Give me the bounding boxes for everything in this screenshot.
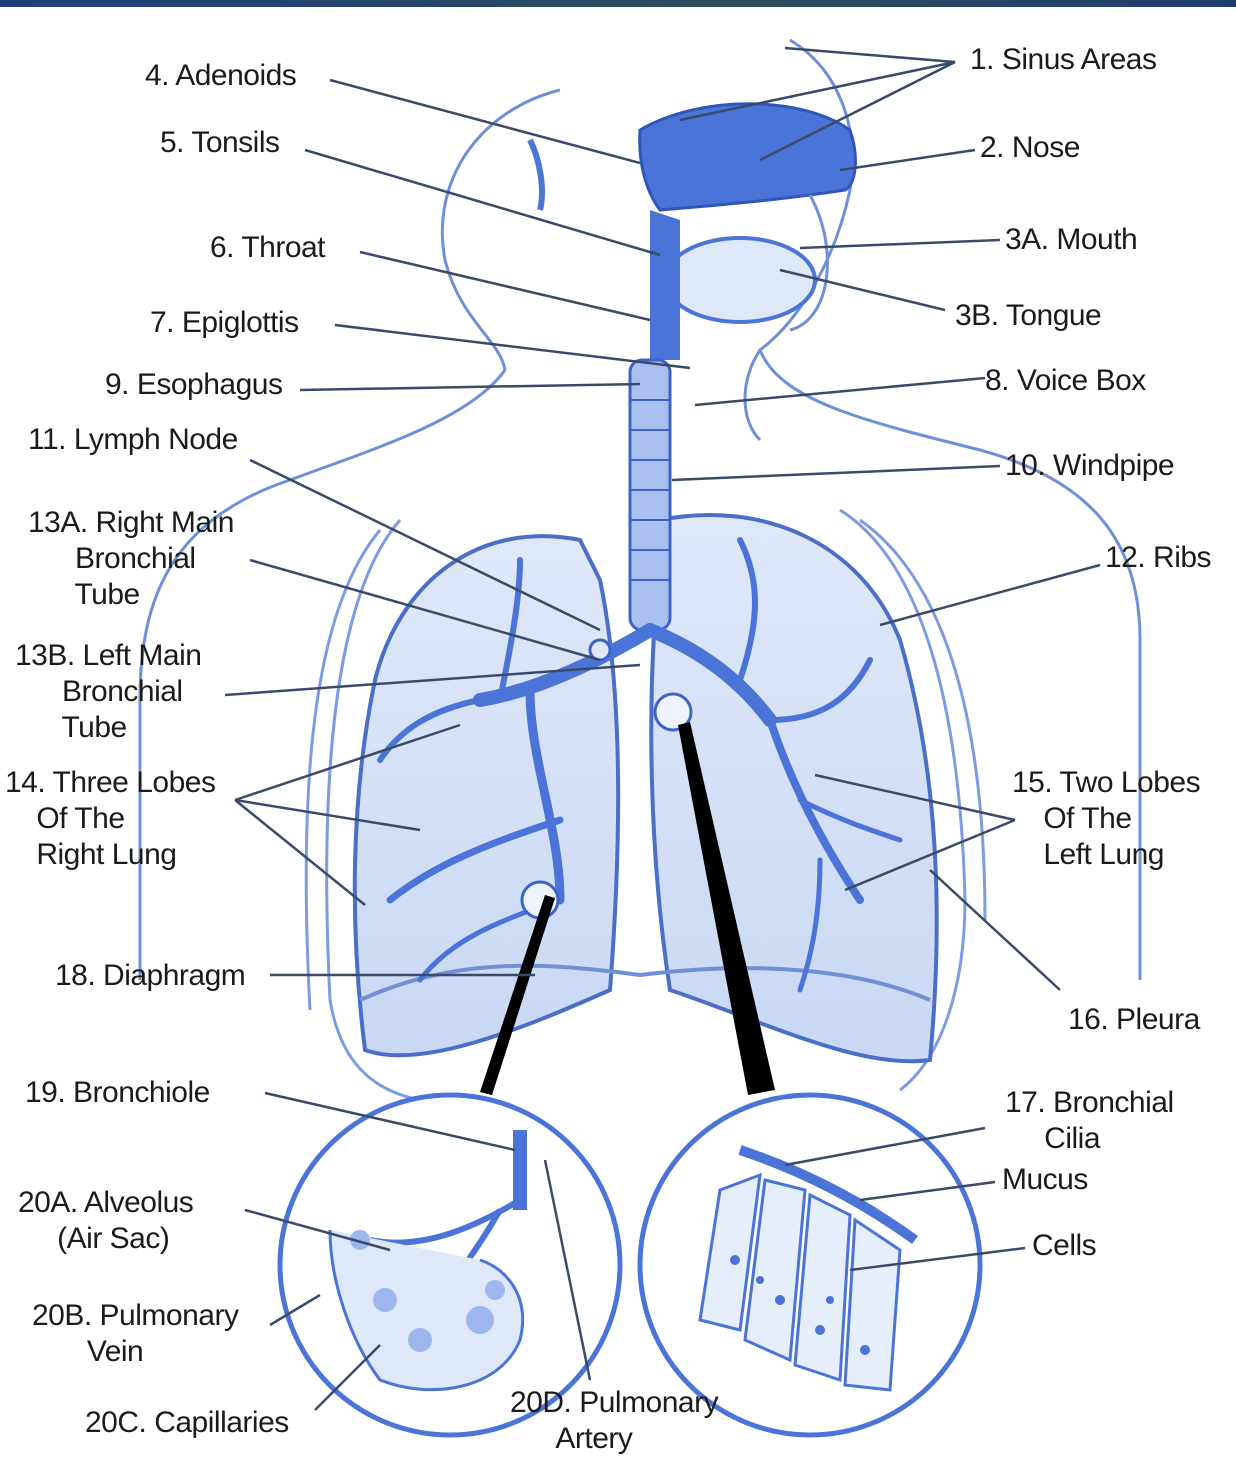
label-diaphragm: 18. Diaphragm: [55, 958, 245, 994]
head-cavity: [640, 104, 856, 360]
right-lung: [355, 536, 618, 1055]
label-nose: 2. Nose: [980, 130, 1080, 166]
label-pulmonary-vein: 20B. Pulmonary Vein: [32, 1298, 238, 1370]
windpipe-tube: [630, 360, 670, 630]
label-voice-box: 8. Voice Box: [985, 363, 1146, 399]
label-tonsils: 5. Tonsils: [160, 125, 280, 161]
label-lymph-node: 11. Lymph Node: [28, 422, 238, 458]
label-alveolus-air-sac: 20A. Alveolus (Air Sac): [18, 1185, 193, 1257]
label-pleura: 16. Pleura: [1068, 1002, 1200, 1038]
label-two-lobes-left-lung: 15. Two Lobes Of The Left Lung: [1012, 765, 1200, 873]
label-mucus: Mucus: [1002, 1162, 1088, 1198]
label-capillaries: 20C. Capillaries: [85, 1405, 289, 1441]
label-sinus-areas: 1. Sinus Areas: [970, 42, 1156, 78]
label-right-main-bronchial-tube: 13A. Right Main Bronchial Tube: [28, 505, 234, 613]
label-bronchial-cilia: 17. Bronchial Cilia: [1005, 1085, 1174, 1157]
alveolus-magnifier: [280, 1095, 620, 1435]
label-ribs: 12. Ribs: [1105, 540, 1211, 576]
label-windpipe: 10. Windpipe: [1005, 448, 1174, 484]
label-left-main-bronchial-tube: 13B. Left Main Bronchial Tube: [15, 638, 201, 746]
label-esophagus: 9. Esophagus: [105, 367, 282, 403]
label-throat: 6. Throat: [210, 230, 325, 266]
label-three-lobes-right-lung: 14. Three Lobes Of The Right Lung: [5, 765, 215, 873]
cilia-magnifier: [640, 1095, 980, 1435]
label-epiglottis: 7. Epiglottis: [150, 305, 299, 341]
label-bronchiole: 19. Bronchiole: [25, 1075, 210, 1111]
label-adenoids: 4. Adenoids: [145, 58, 296, 94]
label-cells: Cells: [1032, 1228, 1096, 1264]
label-pulmonary-artery: 20D. Pulmonary Artery: [510, 1385, 718, 1457]
label-mouth: 3A. Mouth: [1005, 222, 1137, 258]
label-tongue: 3B. Tongue: [955, 298, 1101, 334]
